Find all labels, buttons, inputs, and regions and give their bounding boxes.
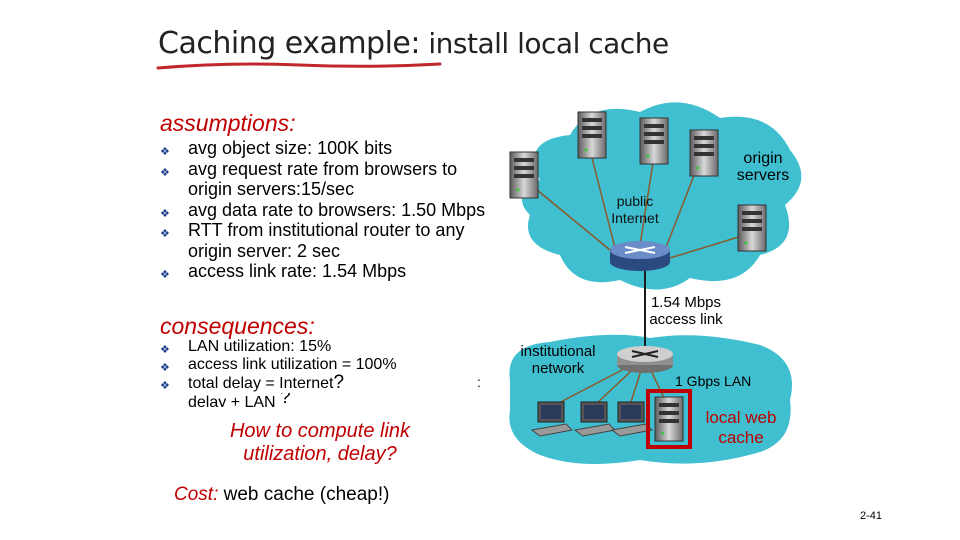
list-item: ❖access link rate: 1.54 Mbps (160, 261, 490, 282)
computer-icon (610, 401, 654, 437)
title-sub: install local cache (420, 27, 669, 60)
bullet-icon: ❖ (160, 344, 170, 356)
computer-icon (573, 401, 617, 437)
access-link-label: 1.54 Mbps access link (649, 294, 723, 328)
question-mark: ? (280, 393, 291, 407)
server-link (669, 234, 746, 259)
consequences-list: ❖LAN utilization: 15% ❖access link utili… (160, 338, 490, 407)
bullet-icon: ❖ (160, 269, 170, 281)
server-icon (577, 111, 607, 159)
lan-label: 1 Gbps LAN (675, 373, 752, 389)
server-icon (639, 117, 669, 165)
bullet-icon: ❖ (160, 146, 170, 158)
assumptions-list: ❖avg object size: 100K bits ❖avg request… (160, 138, 490, 282)
question-mark: ? (333, 372, 345, 393)
list-item: ❖total delay = Internet? (160, 372, 345, 393)
institutional-network-label: institutional network (520, 343, 596, 377)
bullet-icon: ❖ (160, 380, 170, 392)
cost-label: Cost: (174, 484, 219, 505)
origin-servers-label: origin servers (736, 150, 790, 184)
cost-text: web cache (cheap!) (218, 484, 390, 505)
server-link (589, 149, 616, 249)
cache-server-icon (654, 396, 684, 442)
local-cache-label: local web cache (705, 408, 777, 447)
list-item: ❖RTT from institutional router to any or… (160, 220, 465, 261)
stray-mark: : (477, 374, 481, 390)
slide-title: Caching example: install local cache (158, 26, 669, 61)
server-link (639, 149, 656, 246)
list-item: ❖LAN utilization: 15% (160, 338, 490, 356)
server-icon (509, 151, 539, 199)
bullet-icon: ❖ (160, 362, 170, 374)
title-main: Caching example: (158, 26, 421, 61)
server-icon (689, 129, 719, 177)
institutional-router-icon (617, 346, 673, 373)
slide-number: 2-41 (860, 510, 883, 522)
list-item: ❖avg request rate from browsers to origi… (160, 158, 458, 200)
cost-line: Cost: web cache (cheap!) (174, 484, 389, 506)
bullet-icon: ❖ (160, 228, 170, 240)
list-item: ❖avg object size: 100K bits (160, 138, 490, 159)
consequences-heading: consequences: (160, 313, 315, 339)
bullet-icon: ❖ (160, 166, 170, 179)
list-item: ❖access link utilization = 100% (160, 356, 490, 374)
title-underline (156, 62, 442, 70)
server-icon (737, 204, 767, 252)
server-link (524, 179, 611, 251)
computer-icon (530, 401, 574, 437)
list-item: ❖avg data rate to browsers: 1.50 Mbps (160, 200, 490, 221)
question-text: How to compute link utilization, delay? (229, 420, 411, 465)
local-cache-box (646, 389, 692, 449)
public-router-icon (610, 241, 670, 271)
assumptions-heading: assumptions: (160, 110, 296, 136)
list-item-continued: delay + LAN ? (160, 393, 490, 407)
bullet-icon: ❖ (160, 207, 170, 220)
public-internet-label: public Internet (611, 193, 659, 226)
